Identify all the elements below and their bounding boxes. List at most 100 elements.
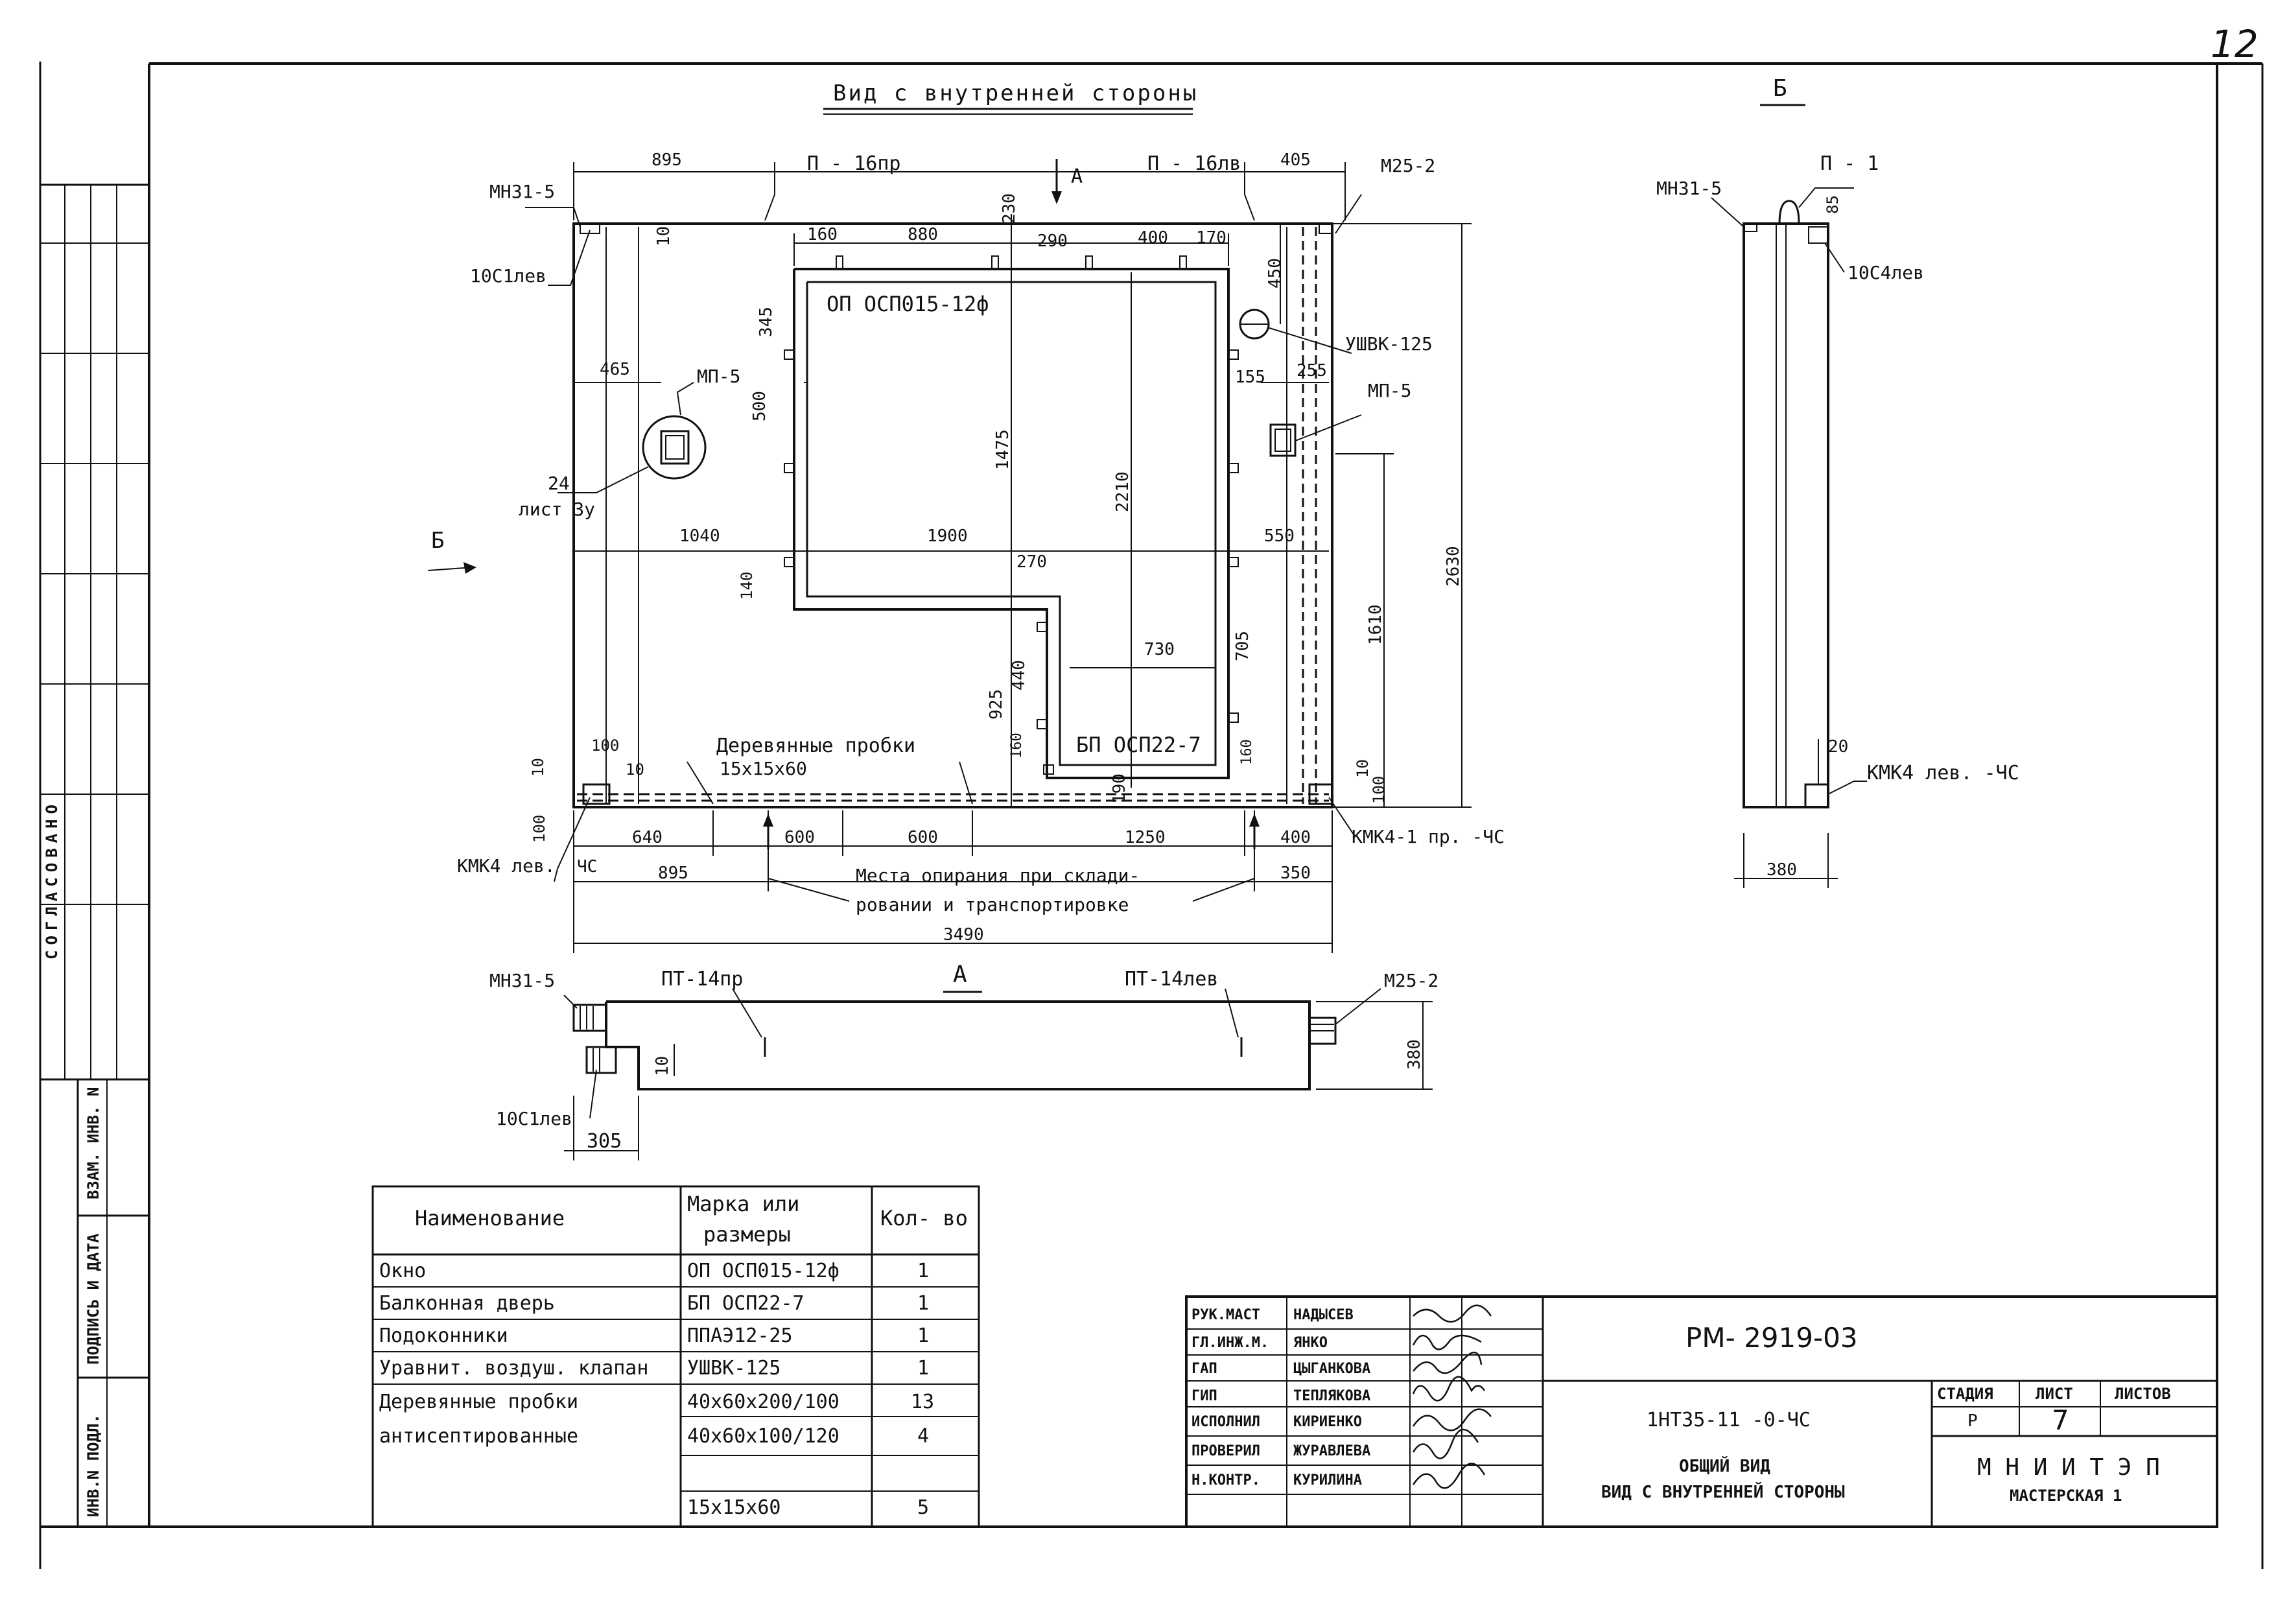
- side-view: Б МН31-5 П - 1 85 10С4лев 20 КМК4 лев. -…: [1656, 75, 2019, 888]
- b-arrow-label: Б: [431, 528, 444, 554]
- soglasovano-label: СОГЛАСОВАНО: [43, 799, 61, 959]
- side-10c4lev: 10С4лев: [1848, 262, 1924, 283]
- spec-row-name: Подоконники: [379, 1324, 508, 1347]
- sheet-code: 1НТ35-11 -0-ЧС: [1647, 1409, 1811, 1431]
- svg-text:140: 140: [738, 572, 756, 600]
- main-view-dimensions: 895 405 160 880 290 400 170 230 10 345 5…: [529, 150, 1463, 945]
- spec-header-qty: Кол- во: [880, 1206, 968, 1230]
- anchor-marks: [784, 255, 1239, 775]
- mesta-line2: ровании и транспортировке: [856, 894, 1129, 915]
- svg-text:350: 350: [1280, 864, 1311, 883]
- svg-text:730: 730: [1144, 640, 1175, 659]
- tb-role: ГИП: [1191, 1388, 1217, 1404]
- svg-text:705: 705: [1233, 631, 1252, 661]
- svg-text:1475: 1475: [993, 429, 1013, 470]
- svg-text:880: 880: [908, 225, 938, 244]
- main-view: 895 405 160 880 290 400 170 230 10 345 5…: [427, 150, 1505, 953]
- plan-10c1lev: 10С1лев: [496, 1108, 572, 1129]
- plan-pt14lev: ПТ-14лев: [1125, 968, 1219, 991]
- svg-text:290: 290: [1037, 231, 1068, 251]
- svg-text:100: 100: [530, 815, 548, 843]
- svg-text:100: 100: [591, 736, 619, 755]
- svg-text:160: 160: [1239, 739, 1255, 765]
- mp5-left-label: МП-5: [697, 366, 740, 387]
- svg-text:10: 10: [1354, 759, 1372, 778]
- spec-header-mark2: размеры: [703, 1222, 791, 1247]
- svg-text:405: 405: [1280, 150, 1311, 170]
- main-view-title: Вид с внутренней стороны: [833, 80, 1198, 106]
- spec-row-name: Уравнит. воздуш. клапан: [379, 1357, 648, 1380]
- podpis-label: ПОДПИСЬ И ДАТА: [84, 1233, 102, 1365]
- plan-380: 380: [1405, 1039, 1424, 1070]
- spec-row-qty: 4: [917, 1425, 929, 1448]
- tb-name: ТЕПЛЯКОВА: [1293, 1388, 1370, 1404]
- spec-row-mark: ОП ОСП015-12ф: [687, 1260, 839, 1282]
- spec-row-mark: 40х60х100/120: [687, 1425, 839, 1448]
- view-a-title: А: [953, 961, 967, 988]
- svg-text:400: 400: [1138, 228, 1168, 248]
- sheet-value: 7: [2052, 1404, 2069, 1436]
- svg-text:1040: 1040: [679, 526, 720, 546]
- svg-text:230: 230: [1000, 193, 1019, 224]
- svg-text:270: 270: [1016, 552, 1047, 572]
- side-85: 85: [1824, 195, 1842, 214]
- derev-label: Деревянные пробки: [716, 735, 915, 757]
- mp5-left-detail: [642, 415, 707, 480]
- vzam-label: ВЗАМ. ИНВ. N: [84, 1087, 102, 1199]
- svg-text:2630: 2630: [1444, 546, 1463, 587]
- side-kmk4: КМК4 лев. -ЧС: [1867, 762, 2019, 784]
- svg-text:1610: 1610: [1366, 604, 1385, 645]
- p16pr-label: П - 16пр: [807, 152, 901, 175]
- spec-row-qty: 13: [911, 1391, 934, 1413]
- tb-role: ПРОВЕРИЛ: [1191, 1443, 1260, 1459]
- svg-text:255: 255: [1297, 361, 1327, 381]
- svg-text:170: 170: [1196, 228, 1227, 248]
- tb-role: РУК.МАСТ: [1191, 1307, 1260, 1323]
- svg-text:440: 440: [1009, 660, 1029, 690]
- stage-header: СТАДИЯ: [1937, 1385, 1993, 1403]
- spec-row-qty: 5: [917, 1496, 929, 1519]
- main-view-labels: МН31-5 П - 16пр А П - 16лв М25-2 10С1лев…: [431, 152, 1505, 915]
- spec-row-qty: 1: [917, 1260, 929, 1282]
- kmk-left-label: КМК4 лев.: [457, 855, 556, 877]
- svg-text:1900: 1900: [927, 526, 968, 546]
- m25-2-label: М25-2: [1381, 155, 1435, 176]
- tb-role: Н.КОНТР.: [1191, 1472, 1260, 1489]
- mesta-line1: Места опирания при склади-: [856, 865, 1140, 886]
- svg-text:10: 10: [529, 758, 547, 777]
- sheets-header: ЛИСТОВ: [2115, 1385, 2171, 1403]
- tb-name: НАДЫСЕВ: [1293, 1307, 1354, 1323]
- svg-text:155: 155: [1235, 368, 1265, 387]
- tb-name: ЦЫГАНКОВА: [1293, 1361, 1370, 1377]
- 10c1lev-label: 10С1лев: [470, 265, 546, 287]
- dept-name: МАСТЕРСКАЯ 1: [2010, 1487, 2122, 1505]
- side-p1: П - 1: [1820, 152, 1879, 175]
- bp-label: БП ОСП22-7: [1076, 733, 1201, 757]
- spec-row-mark: 40х60х200/100: [687, 1391, 839, 1413]
- kmk-right-label: КМК4-1 пр. -ЧС: [1352, 826, 1505, 847]
- tb-name: КУРИЛИНА: [1293, 1472, 1362, 1489]
- stage-value: Р: [1967, 1411, 1978, 1431]
- svg-text:160: 160: [807, 225, 838, 244]
- spec-header-name: Наименование: [415, 1206, 565, 1230]
- tb-role: ГЛ.ИНЖ.М.: [1191, 1335, 1269, 1351]
- mp5-right-label: МП-5: [1368, 380, 1411, 401]
- spec-row-qty: 1: [917, 1292, 929, 1315]
- svg-text:895: 895: [651, 150, 682, 170]
- svg-text:450: 450: [1265, 258, 1285, 288]
- tb-name: ЯНКО: [1293, 1335, 1328, 1351]
- spec-row-name: Балконная дверь: [379, 1292, 555, 1315]
- svg-text:345: 345: [757, 307, 776, 337]
- svg-text:465: 465: [600, 360, 630, 379]
- derev-size-label: 15х15х60: [720, 758, 807, 779]
- svg-text:925: 925: [987, 689, 1006, 720]
- tb-name: КИРИЕНКО: [1293, 1414, 1362, 1430]
- sheet-header: ЛИСТ: [2036, 1385, 2073, 1403]
- svg-text:600: 600: [784, 828, 815, 847]
- svg-text:1250: 1250: [1125, 828, 1166, 847]
- p16lev-label: П - 16лв: [1147, 152, 1241, 175]
- svg-text:640: 640: [632, 828, 663, 847]
- spec-row-mark: 15х15х60: [687, 1496, 781, 1519]
- section-b-title: Б: [1773, 75, 1787, 102]
